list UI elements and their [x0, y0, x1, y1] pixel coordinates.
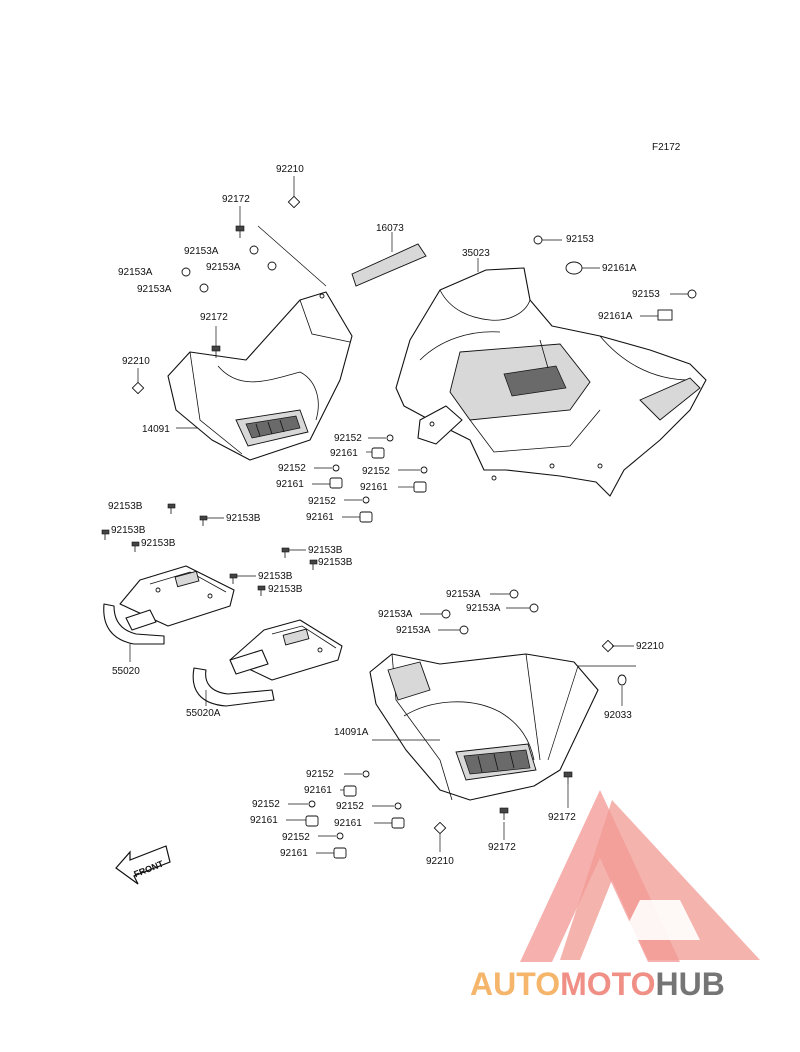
label-92152: 92152	[334, 433, 362, 444]
label-92152: 92152	[252, 799, 280, 810]
label-92172: 92172	[548, 812, 576, 823]
label-92152: 92152	[278, 463, 306, 474]
front-direction-arrow: FRONT	[115, 845, 171, 885]
label-92161: 92161	[360, 482, 388, 493]
part-16073-decal	[351, 232, 427, 287]
label-92161: 92161	[250, 815, 278, 826]
part-55020A-bracket	[192, 619, 343, 707]
label-14091: 14091	[142, 424, 170, 435]
label-92161: 92161	[330, 448, 358, 459]
label-92210: 92210	[636, 641, 664, 652]
label-92152: 92152	[306, 769, 334, 780]
label-92161: 92161	[304, 785, 332, 796]
logo-triangle-right	[560, 800, 760, 960]
part-55020-bracket	[103, 565, 235, 645]
label-92153A: 92153A	[466, 603, 501, 614]
label-92161: 92161	[334, 818, 362, 829]
label-92153B: 92153B	[258, 571, 293, 582]
label-92210: 92210	[122, 356, 150, 367]
label-35023: 35023	[462, 248, 490, 259]
logo-cutout	[620, 900, 700, 940]
label-92172: 92172	[488, 842, 516, 853]
label-92152: 92152	[336, 801, 364, 812]
label-55020: 55020	[112, 666, 140, 677]
part-35023-rear-fender	[395, 267, 707, 497]
label-92153A: 92153A	[184, 246, 219, 257]
watermark-logo: AUTOMOTOHUB	[470, 790, 760, 1002]
label-92153B: 92153B	[268, 584, 303, 595]
label-92172: 92172	[200, 312, 228, 323]
label-92153A: 92153A	[396, 625, 431, 636]
label-92153B: 92153B	[108, 501, 143, 512]
callout-labels: 92210 92172 92153A 92153A 92153A 92153A …	[108, 164, 664, 867]
label-92153B: 92153B	[308, 545, 343, 556]
part-14091-left-footrest	[167, 291, 353, 461]
label-92161: 92161	[276, 479, 304, 490]
label-92152: 92152	[282, 832, 310, 843]
label-92153B: 92153B	[226, 513, 261, 524]
label-14091A: 14091A	[334, 727, 369, 738]
fasteners-middle	[312, 434, 428, 523]
label-92152: 92152	[362, 466, 390, 477]
label-92161A: 92161A	[598, 311, 633, 322]
label-92153B: 92153B	[141, 538, 176, 549]
label-92153: 92153	[566, 234, 594, 245]
label-92161A: 92161A	[602, 263, 637, 274]
label-92153A: 92153A	[446, 589, 481, 600]
label-92161: 92161	[306, 512, 334, 523]
label-92153A: 92153A	[206, 262, 241, 273]
label-92153A: 92153A	[118, 267, 153, 278]
label-92210: 92210	[426, 856, 454, 867]
label-92033: 92033	[604, 710, 632, 721]
label-92153B: 92153B	[318, 557, 353, 568]
label-55020A: 55020A	[186, 708, 221, 719]
label-16073: 16073	[376, 223, 404, 234]
watermark-part1: AUTO	[470, 966, 560, 1002]
watermark-text: AUTOMOTOHUB	[470, 966, 725, 1002]
label-92161: 92161	[280, 848, 308, 859]
part-14091A-right-footrest	[369, 653, 599, 801]
fasteners-92153B	[101, 503, 318, 596]
watermark-part3: HUB	[655, 966, 724, 1002]
label-92153: 92153	[632, 289, 660, 300]
fasteners-left-footrest	[131, 195, 301, 395]
fasteners-right-footrest	[372, 589, 636, 852]
label-92152: 92152	[308, 496, 336, 507]
label-92210: 92210	[276, 164, 304, 175]
fasteners-rear-fender	[533, 235, 697, 321]
label-92153A: 92153A	[378, 609, 413, 620]
label-92172: 92172	[222, 194, 250, 205]
label-92153A: 92153A	[137, 284, 172, 295]
fasteners-lower	[286, 770, 405, 859]
watermark-part2: MOTO	[560, 966, 655, 1002]
diagram-ref: F2172	[652, 142, 681, 153]
label-92153B: 92153B	[111, 525, 146, 536]
